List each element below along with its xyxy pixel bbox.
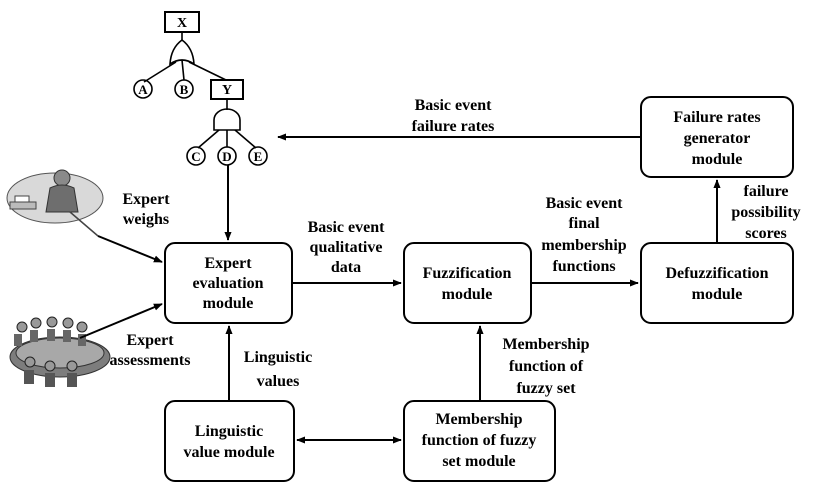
expert-weighs-line2: weighs	[123, 211, 169, 228]
qualitative-data-line2: qualitative	[310, 239, 383, 256]
top-event-label: X	[177, 16, 187, 31]
expert-evaluation-line3: module	[203, 295, 254, 312]
expert-weighs-line1: Expert	[122, 191, 170, 208]
arrow-expert-assessments	[79, 303, 163, 339]
tree-connector	[197, 129, 220, 149]
linguistic-value-line2: value module	[183, 444, 274, 461]
fuzzification-line2: module	[442, 286, 493, 303]
fuzzy-set-line2: function of	[509, 358, 584, 375]
basic-event-failure-rates-line2: failure rates	[412, 118, 495, 135]
and-gate-icon	[213, 108, 241, 131]
tree-connector	[188, 61, 227, 81]
fuzzy-set-line3: fuzzy set	[516, 380, 576, 397]
basic-event-d-label: D	[222, 149, 231, 164]
single-expert-image	[6, 169, 104, 237]
qualitative-data-line1: Basic event	[308, 219, 386, 236]
expert-assessments-line1: Expert	[126, 332, 174, 349]
membership-function-line2: function of fuzzy	[422, 432, 537, 449]
basic-event-failure-rates-line1: Basic event	[415, 97, 493, 114]
tree-connector	[234, 129, 257, 149]
final-membership-line1: Basic event	[546, 195, 624, 212]
linguistic-values-line1: Linguistic	[244, 349, 312, 366]
arrow-expert-weighs	[97, 235, 163, 263]
tree-connector	[181, 59, 185, 81]
defuzzification-box	[640, 242, 794, 324]
defuzzification-line1: Defuzzification	[665, 265, 768, 282]
linguistic-values-line2: values	[257, 373, 300, 390]
fuzzification-module: Fuzzification module	[403, 242, 532, 324]
membership-function-module: Membership function of fuzzy set module	[403, 400, 556, 482]
fuzzification-line1: Fuzzification	[423, 265, 512, 282]
linguistic-value-module: Linguistic value module	[164, 400, 295, 482]
failure-rates-generator-line2: generator	[684, 130, 751, 147]
failure-rates-generator-module: Failure rates generator module	[640, 96, 794, 178]
expert-evaluation-module: Expert evaluation module	[164, 242, 293, 324]
final-membership-line4: functions	[552, 258, 615, 275]
possibility-scores-line3: scores	[745, 225, 786, 242]
expert-group-image	[9, 316, 111, 387]
intermediate-event-label: Y	[222, 83, 232, 98]
tree-connector	[143, 61, 177, 83]
basic-event-a-label: A	[138, 82, 148, 97]
possibility-scores-line2: possibility	[731, 204, 800, 221]
basic-event-b	[174, 79, 194, 99]
basic-event-e-label: E	[254, 149, 263, 164]
basic-event-c	[186, 146, 206, 166]
linguistic-value-box	[164, 400, 295, 482]
possibility-scores-line1: failure	[743, 183, 788, 200]
failure-rates-generator-line3: module	[692, 151, 743, 168]
membership-function-line1: Membership	[435, 411, 522, 428]
final-membership-line3: membership	[541, 237, 626, 254]
fuzzy-set-line1: Membership	[502, 336, 589, 353]
expert-evaluation-line1: Expert	[204, 255, 252, 272]
defuzzification-line2: module	[692, 286, 743, 303]
expert-assessments-line2: assessments	[110, 352, 191, 369]
defuzzification-module: Defuzzification module	[640, 242, 794, 324]
final-membership-line2: final	[568, 215, 600, 232]
basic-event-c-label: C	[191, 149, 200, 164]
expert-evaluation-line2: evaluation	[192, 275, 263, 292]
basic-event-a	[133, 79, 153, 99]
basic-event-b-label: B	[180, 82, 189, 97]
qualitative-data-line3: data	[331, 259, 361, 276]
fuzzification-box	[403, 242, 532, 324]
fault-tree: X A B Y C D E	[133, 11, 268, 166]
failure-rates-generator-line1: Failure rates	[673, 109, 760, 126]
linguistic-value-line1: Linguistic	[195, 423, 263, 440]
membership-function-line3: set module	[442, 453, 515, 470]
basic-event-e	[248, 146, 268, 166]
